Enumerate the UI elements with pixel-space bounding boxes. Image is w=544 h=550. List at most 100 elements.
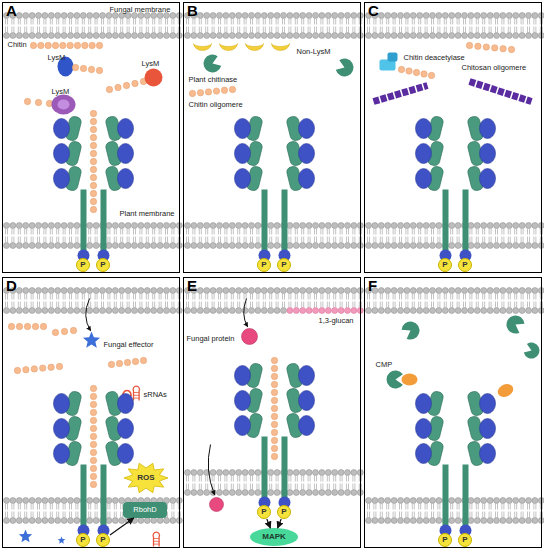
illustration-part — [237, 476, 238, 482]
illustration-part — [214, 229, 215, 235]
illustration-part — [154, 302, 155, 308]
illustration-part — [425, 19, 426, 25]
illustration-part — [90, 433, 96, 439]
illustration-part — [69, 27, 70, 33]
illustration-part — [423, 243, 429, 249]
illustration-part — [133, 229, 134, 235]
illustration-part — [129, 294, 130, 300]
illustration-part — [521, 229, 522, 235]
illustration-part — [300, 33, 306, 39]
illustration-part — [226, 27, 227, 33]
illustration-part — [199, 476, 200, 482]
illustration-part — [369, 229, 370, 235]
illustration-part — [35, 99, 41, 105]
illustration-part — [229, 288, 235, 294]
illustration-part — [246, 237, 247, 243]
illustration-part — [258, 476, 259, 482]
illustration-part — [50, 504, 51, 510]
non-lysm-protein — [272, 44, 290, 51]
fungal-protein — [210, 498, 224, 512]
illustration-part — [252, 294, 253, 300]
illustration-part — [82, 42, 88, 48]
illustration-part — [120, 229, 121, 235]
illustration-part — [16, 243, 22, 249]
illustration-part — [484, 229, 485, 235]
illustration-part — [80, 288, 86, 294]
illustration-part — [178, 512, 179, 518]
illustration-part — [385, 243, 391, 249]
illustration-part — [478, 27, 479, 33]
illustration-part — [508, 237, 509, 243]
illustration-part — [295, 237, 296, 243]
illustration-part — [354, 19, 355, 25]
illustration-part — [11, 237, 12, 243]
illustration-part — [106, 33, 112, 39]
illustration-part — [319, 288, 325, 294]
illustration-part — [249, 490, 255, 496]
illustration-part — [322, 484, 323, 490]
illustration-part — [414, 237, 415, 243]
illustration-part — [24, 323, 30, 329]
illustration-part — [29, 288, 35, 294]
illustration-part — [327, 302, 328, 308]
illustration-part — [290, 476, 291, 482]
illustration-part — [295, 229, 296, 235]
illustration-part — [97, 237, 98, 243]
illustration-part — [236, 490, 242, 496]
illustration-part — [69, 294, 70, 300]
illustration-part — [329, 27, 330, 33]
illustration-part — [367, 229, 368, 235]
illustration-part — [310, 229, 311, 235]
illustration-part — [165, 19, 166, 25]
illustration-part — [223, 308, 229, 314]
illustration-part — [306, 490, 312, 496]
illustration-part — [77, 237, 78, 243]
illustration-part — [20, 27, 21, 33]
illustration-part — [354, 294, 355, 300]
illustration-part — [170, 288, 176, 294]
illustration-part — [90, 142, 96, 148]
lipid-bilayer — [4, 288, 183, 314]
illustration-part — [39, 512, 40, 518]
illustration-part — [186, 237, 187, 243]
illustration-part — [284, 27, 285, 33]
illustration-part — [95, 27, 96, 33]
illustration-part — [188, 19, 189, 25]
illustration-part — [74, 498, 80, 504]
illustration-part — [197, 33, 203, 39]
illustration-part — [271, 413, 277, 419]
illustration-part — [24, 19, 25, 25]
illustration-part — [87, 308, 93, 314]
illustration-part — [268, 308, 274, 314]
illustration-part — [171, 237, 172, 243]
illustration-part — [393, 19, 394, 25]
illustration-part — [132, 80, 138, 86]
illustration-part — [109, 229, 110, 235]
illustration-part — [393, 229, 394, 235]
illustration-part — [508, 27, 509, 33]
illustration-part — [88, 512, 89, 518]
illustration-part — [261, 13, 267, 19]
illustration-part — [165, 302, 166, 308]
chitin-chain — [466, 42, 514, 52]
illustration-part — [37, 512, 38, 518]
illustration-part — [249, 470, 255, 476]
illustration-part — [101, 19, 102, 25]
illustration-part — [313, 308, 319, 314]
illustration-part — [36, 518, 42, 524]
illustration-part — [308, 302, 309, 308]
illustration-part — [320, 302, 321, 308]
illustration-part — [218, 302, 219, 308]
illustration-part — [276, 237, 277, 243]
illustration-part — [75, 504, 76, 510]
illustration-part — [45, 504, 46, 510]
illustration-part — [303, 19, 304, 25]
illustration-part — [152, 237, 153, 243]
illustration-part — [204, 33, 210, 39]
illustration-part — [450, 19, 451, 25]
illustration-part — [13, 504, 14, 510]
illustration-part — [455, 223, 461, 229]
illustration-part — [299, 416, 315, 436]
illustration-part — [157, 288, 163, 294]
illustration-part — [348, 476, 349, 482]
